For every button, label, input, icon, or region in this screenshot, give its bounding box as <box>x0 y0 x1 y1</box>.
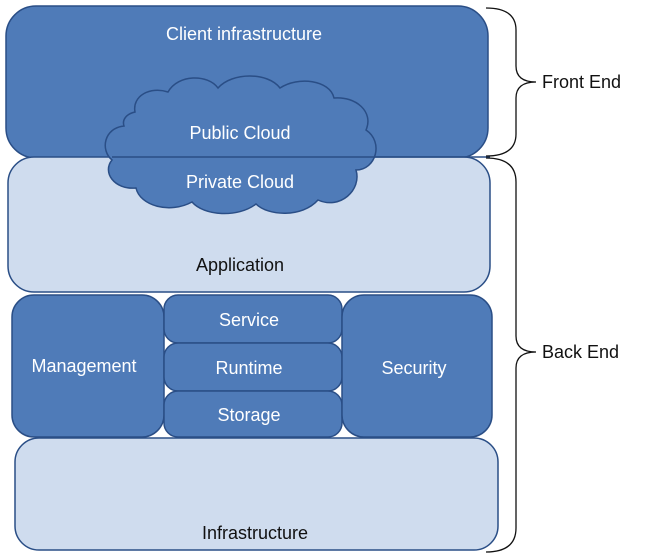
back-end-label: Back End <box>542 342 619 362</box>
security-box <box>341 294 493 438</box>
runtime-label: Runtime <box>215 358 282 378</box>
front-end-bracket <box>485 7 537 157</box>
back-end-bracket <box>485 157 537 553</box>
application-label: Application <box>196 255 284 275</box>
storage-label: Storage <box>217 405 280 425</box>
service-label: Service <box>219 310 279 330</box>
client-infrastructure-label: Client infrastructure <box>166 24 322 44</box>
private-cloud-label: Private Cloud <box>186 172 294 192</box>
front-end-label: Front End <box>542 72 621 92</box>
cloud-shape <box>104 75 377 215</box>
management-label: Management <box>31 356 136 376</box>
infrastructure-label: Infrastructure <box>202 523 308 543</box>
infrastructure-box <box>14 437 499 551</box>
public-cloud-label: Public Cloud <box>189 123 290 143</box>
security-label: Security <box>381 358 446 378</box>
